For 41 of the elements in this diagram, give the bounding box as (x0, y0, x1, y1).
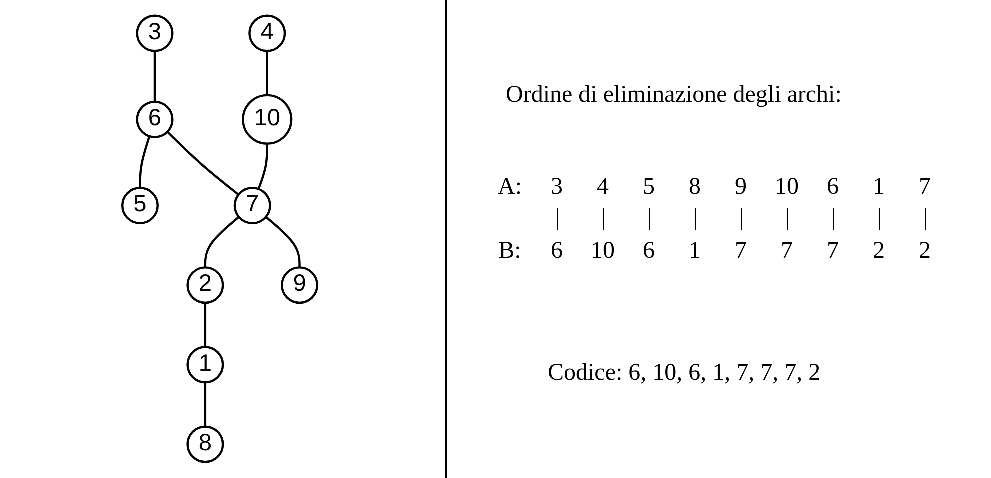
table-value: 5 (643, 174, 655, 200)
node-circle: 5 (121, 187, 159, 225)
table-value: 7 (827, 238, 839, 264)
table-value: 1 (689, 238, 701, 264)
table-value: 8 (689, 174, 701, 200)
connector-line (154, 51, 156, 102)
table-value: 6 (551, 238, 563, 264)
connector-line (258, 144, 268, 190)
table-value: 7 (735, 238, 747, 264)
node-circle: 2 (186, 266, 224, 304)
node-circle: 7 (234, 187, 272, 225)
connector-line (265, 216, 301, 268)
table-value: 7 (781, 238, 793, 264)
connector-line (204, 303, 207, 348)
node-circle: 10 (242, 94, 293, 145)
table-value: 6 (643, 238, 655, 264)
table-value: 10 (591, 238, 615, 264)
table-value: 3 (551, 174, 563, 200)
table-value: 4 (597, 174, 609, 200)
row-label: A: (498, 174, 522, 200)
table-value: 10 (775, 174, 799, 200)
connector-line (204, 382, 207, 427)
node-circle: 6 (136, 100, 174, 138)
table-value: 1 (873, 174, 885, 200)
node-circle: 3 (136, 14, 174, 52)
table-value: 9 (735, 174, 747, 200)
table-value: 2 (873, 238, 885, 264)
table-value: 6 (827, 174, 839, 200)
connector-line (139, 136, 151, 188)
row-label: B: (498, 238, 522, 264)
connector-line (266, 51, 268, 96)
table-value: 2 (919, 238, 931, 264)
connector-line (166, 131, 240, 196)
node-circle: 9 (281, 266, 319, 304)
connector-line (204, 216, 240, 268)
code-text: Codice: 6, 10, 6, 1, 7, 7, 7, 2 (548, 360, 821, 387)
table-value: 7 (919, 174, 931, 200)
node-circle: 1 (186, 346, 224, 384)
node-circle: 4 (248, 14, 286, 52)
node-circle: 8 (186, 426, 224, 464)
heading-text: Ordine di eliminazione degli archi: (506, 82, 842, 109)
